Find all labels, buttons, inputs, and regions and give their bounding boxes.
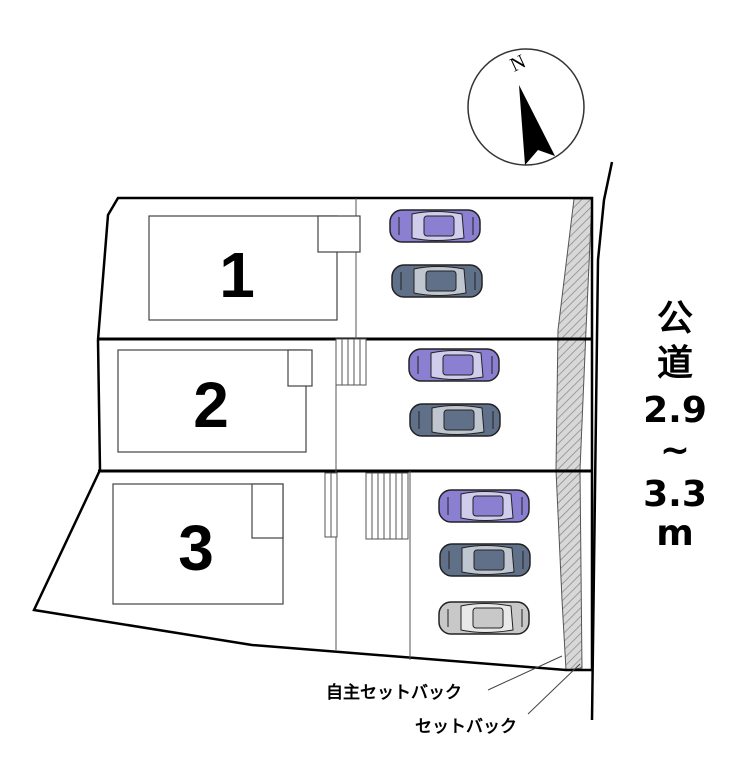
- setback-leader: [527, 663, 581, 715]
- lot-3-porch: [251, 483, 284, 539]
- lot-2-steps: [335, 338, 367, 386]
- road-width-from: 2.9: [643, 390, 707, 431]
- lot-1-house: [148, 215, 361, 321]
- north-arrow-icon: [519, 85, 555, 165]
- lot-2-house: [117, 349, 313, 453]
- setback-note: セットバック: [415, 717, 517, 737]
- compass: N: [467, 48, 585, 166]
- road-width-to: 3.3: [643, 474, 707, 515]
- road-width-unit: m: [656, 513, 694, 554]
- lot-2-car-1: [408, 348, 500, 382]
- road-label-line1: 公: [657, 298, 693, 339]
- voluntary-setback-leader: [487, 655, 563, 691]
- setback-strip: [555, 198, 593, 671]
- site-boundary: [32, 196, 594, 672]
- parking-cars: [389, 209, 531, 635]
- lot-1-porch: [317, 215, 361, 253]
- lot-3-house: [112, 483, 284, 605]
- lot-3-car-1: [438, 489, 530, 523]
- road-edge-line: [590, 161, 614, 721]
- voluntary-setback-note: 自主セットバック: [326, 682, 462, 703]
- lot-3-steps: [324, 472, 409, 540]
- road-width-tilde: ~: [660, 430, 690, 471]
- lot-1-car-1: [389, 209, 481, 243]
- lot-2-number: 2: [193, 369, 229, 441]
- lot-2-porch: [287, 349, 313, 387]
- lot-1-number: 1: [219, 239, 255, 311]
- lot-3-car-2: [439, 543, 531, 577]
- lot-3-number: 3: [178, 512, 214, 584]
- lot-1-car-2: [391, 264, 483, 298]
- road-label: 公 道 2.9 ~ 3.3 m: [643, 298, 707, 554]
- lot-3-car-3: [438, 601, 530, 635]
- lot-2-car-2: [409, 403, 501, 437]
- road-label-line2: 道: [657, 343, 693, 384]
